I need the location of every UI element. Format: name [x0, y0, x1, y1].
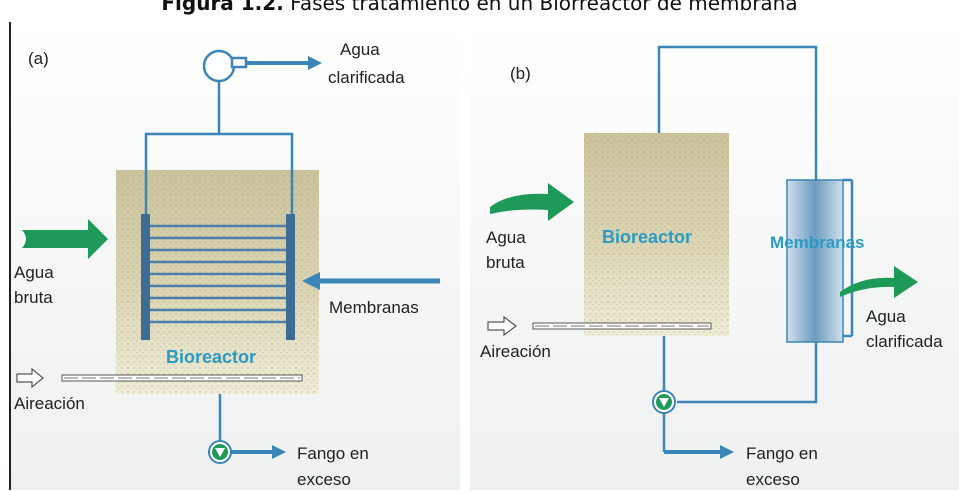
raw-water-label-b-1: Agua: [486, 228, 526, 247]
sludge-label-a-2: exceso: [297, 470, 351, 489]
aeration-label-b: Aireación: [480, 342, 551, 361]
sludge-pump-icon-a: [208, 440, 232, 464]
clarified-water-arrow-b: [840, 266, 918, 298]
caption-number: Figura 1.2.: [161, 0, 284, 15]
panel-b-label: (b): [510, 64, 531, 83]
clarified-water-label-b-1: Agua: [866, 307, 906, 326]
permeate-pump-icon: [202, 49, 248, 83]
membranes-label-b: Membranas: [770, 233, 864, 252]
raw-water-label-b-2: bruta: [486, 253, 525, 272]
recirculation-pipe-b: [657, 45, 818, 404]
permeate-pipe-a: [144, 80, 294, 214]
clarified-water-arrow-a: [246, 56, 322, 70]
sludge-label-b-1: Fango en: [746, 444, 818, 463]
caption-text: Fases tratamiento en un Biorreactor de m…: [283, 0, 798, 15]
sludge-pump-icon-b: [652, 390, 676, 414]
raw-water-label-a-2: bruta: [14, 288, 53, 307]
panel-a-label: (a): [28, 49, 49, 68]
aeration-label-a: Aireación: [14, 394, 85, 413]
aeration-diffuser-a: [16, 367, 303, 389]
sludge-pipe-b: [662, 336, 734, 459]
figure-caption: Figura 1.2. Fases tratamiento en un Bior…: [0, 0, 959, 15]
bioreactor-label-a: Bioreactor: [166, 347, 256, 367]
membranes-pointer-arrow-a: [302, 272, 440, 290]
bioreactor-tank-b: [584, 133, 729, 336]
clarified-water-label-b-2: clarificada: [866, 332, 943, 351]
sludge-pipe-a: [218, 394, 286, 459]
membranes-label-a: Membranas: [329, 298, 419, 317]
clarified-water-label-a-2: clarificada: [328, 68, 405, 87]
membrane-module-b: [786, 178, 854, 343]
raw-water-arrow-b: [490, 183, 574, 221]
sludge-label-b-2: exceso: [746, 470, 800, 489]
aeration-diffuser-b: [487, 315, 712, 337]
clarified-water-label-a-1: Agua: [340, 40, 380, 59]
sludge-label-a-1: Fango en: [297, 444, 369, 463]
raw-water-arrow-a: [22, 219, 108, 259]
membrane-module-a: [141, 214, 295, 340]
raw-water-label-a-1: Agua: [14, 263, 54, 282]
bioreactor-label-b: Bioreactor: [602, 227, 692, 247]
